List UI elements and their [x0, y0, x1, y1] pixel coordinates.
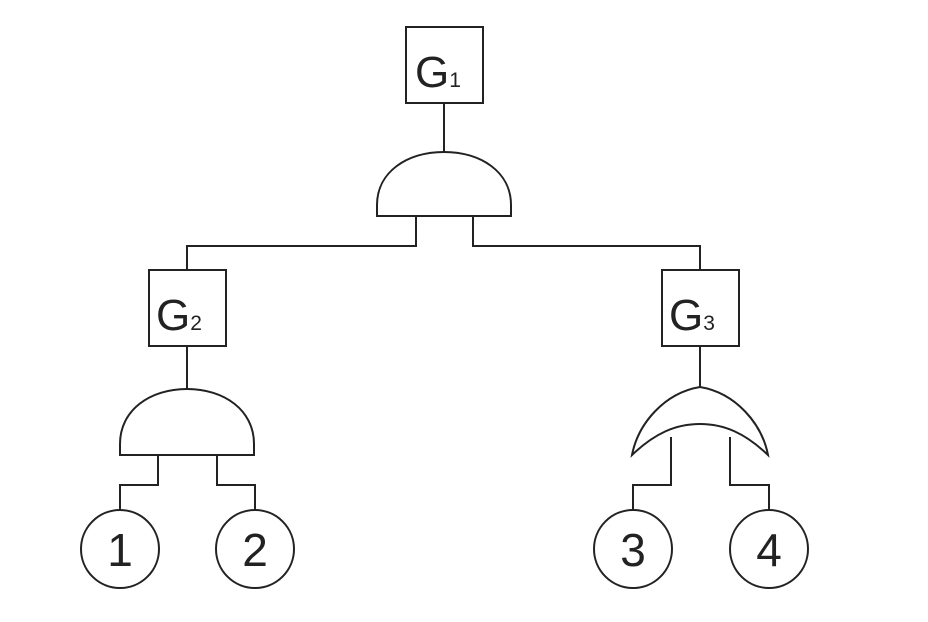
- gate-g3: G3: [661, 269, 740, 347]
- basic-event-circle: [215, 509, 295, 589]
- basic-event-circle: [729, 509, 809, 589]
- connector-g3-to-e3: [632, 437, 672, 510]
- and-gate-icon: [119, 387, 255, 456]
- connector-g3-to-e4: [729, 437, 770, 510]
- gate-letter: G: [669, 291, 703, 340]
- basic-event-label: 2: [242, 524, 268, 576]
- and-gate-icon: [376, 150, 512, 217]
- connector-g2-to-e2: [216, 455, 256, 510]
- gate-g1: G1: [405, 26, 484, 104]
- gate-index: 2: [190, 312, 202, 335]
- gate-index: 3: [703, 312, 715, 335]
- connector-g1-to-g2: [186, 216, 417, 270]
- gate-label: G3: [669, 291, 715, 340]
- basic-event-label: 1: [107, 524, 133, 576]
- connector-g1-to-g3: [472, 216, 701, 270]
- gate-g2: G2: [148, 269, 227, 347]
- basic-event-circle: [80, 509, 160, 589]
- gate-letter: G: [156, 291, 190, 340]
- basic-event-circle: [593, 509, 673, 589]
- gate-letter: G: [415, 48, 449, 97]
- basic-event-4: 4: [729, 509, 809, 589]
- basic-event-3: 3: [593, 509, 673, 589]
- gate-label: G1: [415, 48, 461, 97]
- or-gate-icon: [630, 385, 770, 458]
- basic-event-1: 1: [80, 509, 160, 589]
- gate-label: G2: [156, 291, 202, 340]
- basic-event-2: 2: [215, 509, 295, 589]
- gate-index: 1: [449, 69, 461, 92]
- gate-box: [405, 26, 484, 104]
- gate-symbols: [119, 150, 770, 458]
- basic-event-label: 3: [620, 524, 646, 576]
- connector-lines: [119, 103, 770, 510]
- gate-box: [661, 269, 740, 347]
- connector-g2-to-e1: [119, 455, 159, 510]
- gate-box: [148, 269, 227, 347]
- basic-event-label: 4: [756, 524, 782, 576]
